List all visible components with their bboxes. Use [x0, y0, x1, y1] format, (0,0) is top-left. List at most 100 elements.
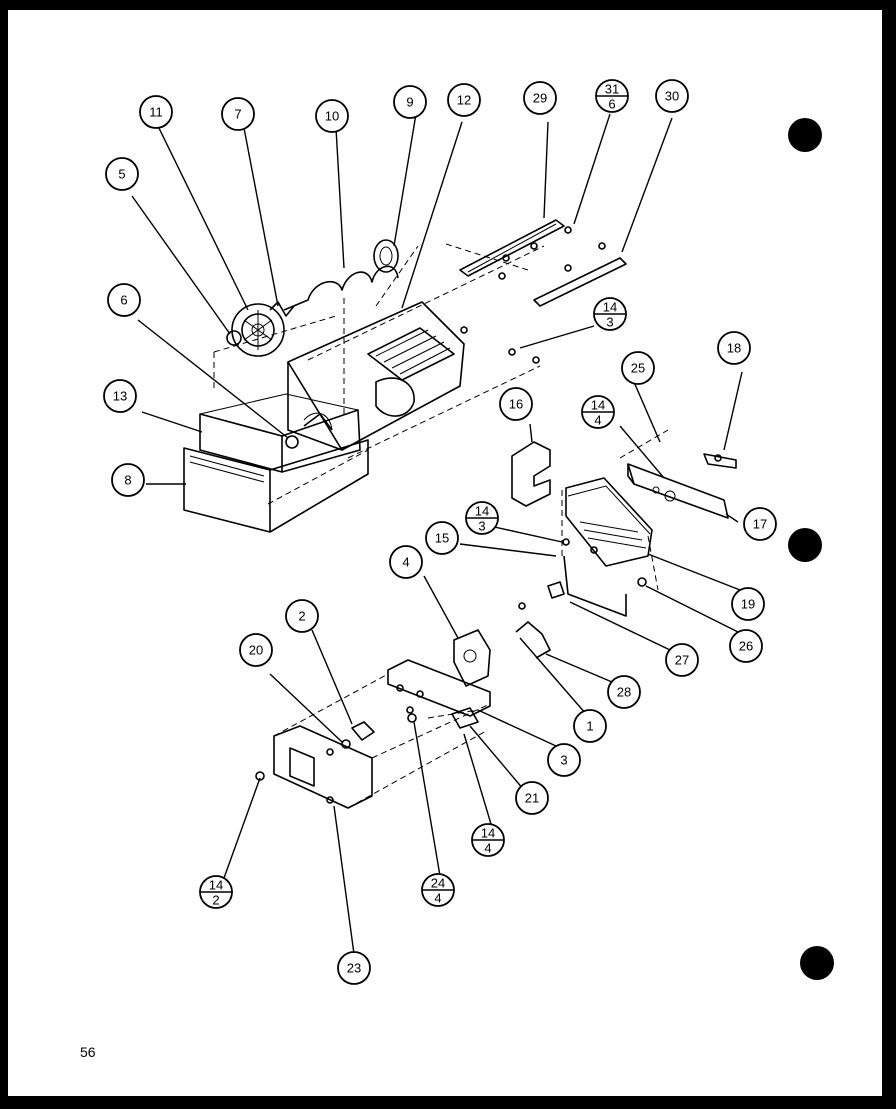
callout-18: 18	[717, 331, 751, 365]
callout-label: 30	[665, 89, 679, 104]
callout-label: 2	[298, 609, 305, 624]
ice-maker-assembly	[511, 429, 737, 659]
callout-circle	[743, 507, 777, 541]
callout-circle	[717, 331, 751, 365]
callout-7: 7	[221, 97, 255, 131]
exploded-parts-diagram: 1171091229316305614318132516144817143154…	[103, 79, 777, 985]
callout-circle	[139, 95, 173, 129]
callout-circle	[221, 97, 255, 131]
callout-denominator: 4	[484, 841, 491, 856]
callout-label: 28	[617, 685, 631, 700]
callout-19: 19	[731, 587, 765, 621]
callout-label: 27	[675, 653, 689, 668]
callout-29: 29	[523, 81, 557, 115]
callout-label: 8	[124, 473, 131, 488]
callout-denominator: 2	[212, 893, 219, 908]
callout-10: 10	[315, 99, 349, 133]
callout-25: 25	[621, 351, 655, 385]
callout-denominator: 3	[478, 519, 485, 534]
callout-circle	[239, 633, 273, 667]
callout-circle	[389, 545, 423, 579]
callout-numerator: 24	[431, 876, 445, 891]
callout-label: 11	[149, 105, 163, 120]
callout-5: 5	[105, 157, 139, 191]
callout-circle	[731, 587, 765, 621]
callout-27: 27	[665, 643, 699, 677]
callout-label: 20	[249, 643, 263, 658]
callout-label: 18	[727, 341, 741, 356]
callout-circle	[447, 83, 481, 117]
callout-circle	[547, 743, 581, 777]
callout-23: 23	[337, 951, 371, 985]
callout-9: 9	[393, 85, 427, 119]
callout-15: 15	[425, 521, 459, 555]
callout-label: 25	[631, 361, 645, 376]
page-number: 56	[80, 1044, 96, 1060]
callout-21: 21	[515, 781, 549, 815]
control-assembly	[255, 629, 491, 809]
callout-label: 10	[325, 109, 339, 124]
callout-label: 6	[120, 293, 127, 308]
leader-lines	[131, 113, 743, 955]
callout-14-2: 142	[199, 875, 233, 909]
callout-label: 17	[753, 517, 767, 532]
callout-14-3b: 143	[465, 501, 499, 535]
callout-label: 4	[402, 555, 409, 570]
callout-numerator: 14	[591, 398, 605, 413]
callout-circle	[573, 709, 607, 743]
callout-31-6: 316	[595, 79, 629, 113]
callout-2: 2	[285, 599, 319, 633]
callout-label: 5	[118, 167, 125, 182]
callout-label: 1	[586, 719, 593, 734]
callout-label: 21	[525, 791, 539, 806]
callout-numerator: 14	[209, 878, 223, 893]
callout-denominator: 3	[606, 315, 613, 330]
callout-numerator: 31	[605, 82, 619, 97]
callout-26: 26	[729, 629, 763, 663]
callout-circle	[499, 387, 533, 421]
callout-circle	[285, 599, 319, 633]
callout-circle	[425, 521, 459, 555]
callout-circle	[655, 79, 689, 113]
callout-denominator: 6	[608, 97, 615, 112]
callout-denominator: 4	[594, 413, 601, 428]
callout-circle	[621, 351, 655, 385]
callout-numerator: 14	[475, 504, 489, 519]
callout-1: 1	[573, 709, 607, 743]
callout-circle	[607, 675, 641, 709]
callout-denominator: 4	[434, 891, 441, 906]
callout-label: 13	[113, 389, 127, 404]
callout-14-4a: 144	[581, 395, 615, 429]
callout-numerator: 14	[481, 826, 495, 841]
callout-label: 26	[739, 639, 753, 654]
callout-circle	[107, 283, 141, 317]
callout-label: 19	[741, 597, 755, 612]
callout-24-4: 244	[421, 873, 455, 907]
callout-16: 16	[499, 387, 533, 421]
punch-hole-top	[788, 118, 822, 152]
callout-circle	[315, 99, 349, 133]
callout-label: 16	[509, 397, 523, 412]
rail-set	[459, 219, 627, 364]
punch-hole-middle	[788, 528, 822, 562]
callout-numerator: 14	[603, 300, 617, 315]
callout-label: 7	[234, 107, 241, 122]
callout-circle	[523, 81, 557, 115]
callout-label: 23	[347, 961, 361, 976]
callout-label: 29	[533, 91, 547, 106]
callout-20: 20	[239, 633, 273, 667]
ice-bucket-assembly	[183, 239, 545, 533]
callout-circle	[105, 157, 139, 191]
callout-circle	[729, 629, 763, 663]
callout-circle	[337, 951, 371, 985]
callout-label: 12	[457, 93, 471, 108]
callout-14-4b: 144	[471, 823, 505, 857]
callout-28: 28	[607, 675, 641, 709]
callout-12: 12	[447, 83, 481, 117]
callout-11: 11	[139, 95, 173, 129]
callout-3: 3	[547, 743, 581, 777]
punch-hole-bottom	[800, 946, 834, 980]
callout-4: 4	[389, 545, 423, 579]
